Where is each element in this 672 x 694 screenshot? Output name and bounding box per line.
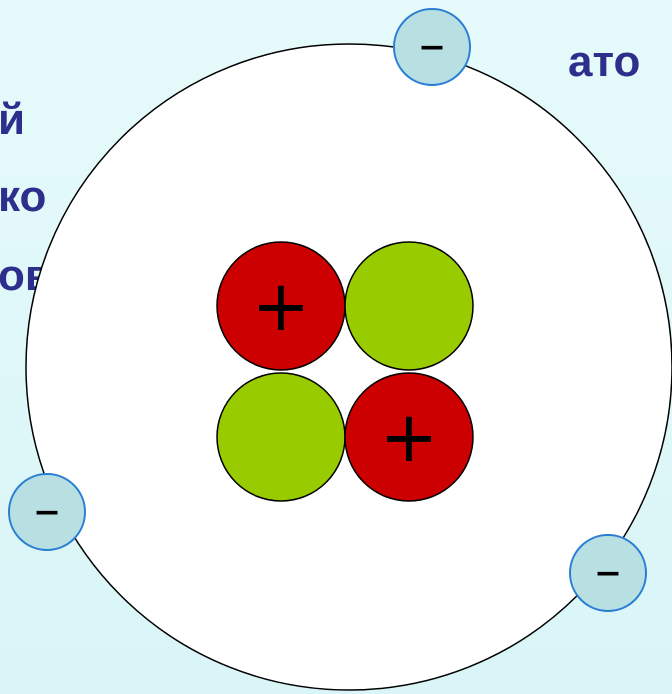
- plus-sign: +: [380, 396, 439, 478]
- orbit-circle: [25, 43, 672, 691]
- text-fragment-left-1: й: [0, 95, 26, 144]
- minus-sign: –: [34, 480, 60, 540]
- minus-sign: –: [419, 15, 445, 75]
- electron-bottom-right: –: [569, 534, 647, 612]
- neutron-bottom-left: [216, 372, 346, 502]
- minus-sign: –: [595, 541, 621, 601]
- plus-sign: +: [252, 265, 311, 347]
- text-fragment-left-2: ко: [0, 172, 47, 221]
- electron-left: –: [8, 473, 86, 551]
- proton-top-left: +: [216, 241, 346, 371]
- proton-bottom-right: +: [344, 372, 474, 502]
- electron-top: –: [393, 8, 471, 86]
- nucleus: + +: [216, 241, 474, 502]
- text-fragment-top-right: ато: [568, 37, 641, 86]
- neutron-top-right: [344, 241, 474, 371]
